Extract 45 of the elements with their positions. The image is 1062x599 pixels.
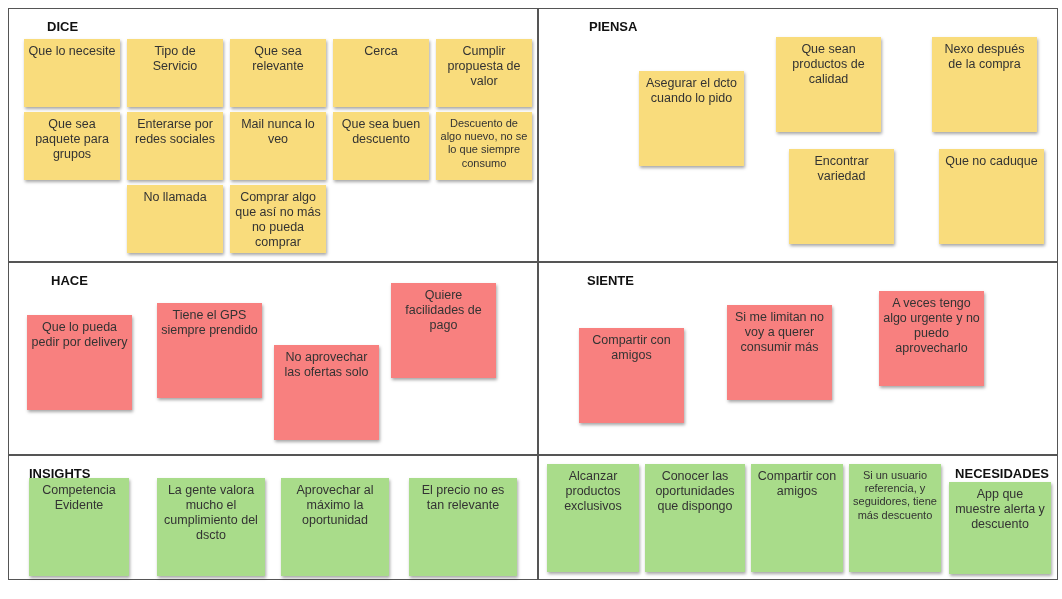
sticky-note: Encontrar variedad [789, 149, 894, 244]
quadrant-panel [8, 262, 538, 455]
quadrant-panel [538, 262, 1058, 455]
quadrant-panel [538, 455, 1058, 580]
sticky-note: Si un usuario referencia, y seguidores, tiene más descuento [849, 464, 941, 572]
quadrant-panel [8, 8, 538, 262]
section-heading: NECESIDADES [955, 466, 1049, 481]
sticky-note: Si me limitan no voy a querer consumir más [727, 305, 832, 400]
sticky-note: Que lo necesite [24, 39, 120, 107]
sticky-note: Que sea relevante [230, 39, 326, 107]
sticky-note: Comprar algo que así no más no pueda comprar [230, 185, 326, 253]
sticky-note: Tipo de Servicio [127, 39, 223, 107]
sticky-note: El precio no es tan relevante [409, 478, 517, 576]
section-heading: SIENTE [587, 273, 634, 288]
section-heading: DICE [47, 19, 79, 34]
sticky-note: Mail nunca lo veo [230, 112, 326, 180]
sticky-note: Que no caduque [939, 149, 1044, 244]
sticky-note: Nexo después de la compra [932, 37, 1037, 132]
sticky-note: Enterarse por redes sociales [127, 112, 223, 180]
sticky-note: Conocer las oportunidades que dispongo [645, 464, 745, 572]
section-heading: PIENSA [589, 19, 638, 34]
sticky-note: Que sea paquete para grupos [24, 112, 120, 180]
sticky-note: Descuento de algo nuevo, no se lo que siempre consumo [436, 112, 532, 180]
section-heading: INSIGHTS [29, 466, 91, 481]
sticky-note: Alcanzar productos exclusivos [547, 464, 639, 572]
sticky-note: Tiene el GPS siempre prendido [157, 303, 262, 398]
sticky-note: Competencia Evidente [29, 478, 129, 576]
quadrant-panel [538, 8, 1058, 262]
sticky-note: Asegurar el dcto cuando lo pido [639, 71, 744, 166]
sticky-note: Que sea buen descuento [333, 112, 429, 180]
sticky-note: Cerca [333, 39, 429, 107]
sticky-note: Quiere facilidades de pago [391, 283, 496, 378]
sticky-note: A veces tengo algo urgente y no puedo aprovecharlo [879, 291, 984, 386]
sticky-note: No aprovechar las ofertas solo [274, 345, 379, 440]
sticky-note: Cumplir propuesta de valor [436, 39, 532, 107]
sticky-note: Que sean productos de calidad [776, 37, 881, 132]
sticky-note: Que lo pueda pedir por delivery [27, 315, 132, 410]
sticky-note: La gente valora mucho el cumplimiento del dscto [157, 478, 265, 576]
quadrant-panel [8, 455, 538, 580]
sticky-note: App que muestre alerta y descuento [949, 482, 1051, 574]
sticky-note: No llamada [127, 185, 223, 253]
sticky-note: Aprovechar al máximo la oportunidad [281, 478, 389, 576]
section-heading: HACE [51, 273, 88, 288]
sticky-note: Compartir con amigos [579, 328, 684, 423]
sticky-note: Compartir con amigos [751, 464, 843, 572]
